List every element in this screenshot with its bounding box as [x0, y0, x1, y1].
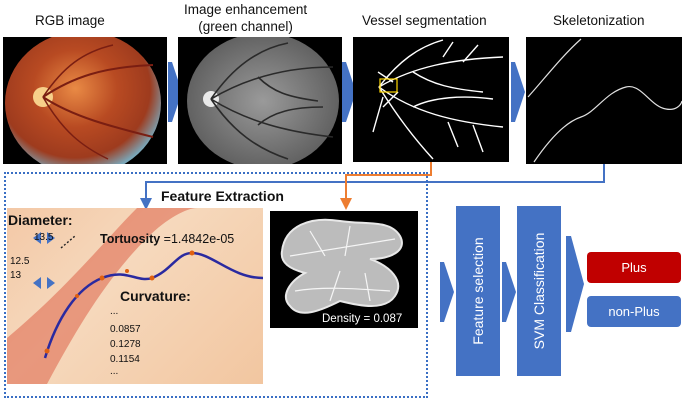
arrow-3-icon — [511, 62, 525, 122]
vessel-density-image — [270, 211, 418, 328]
feature-extraction-title: Feature Extraction — [161, 188, 284, 204]
label-rgb-image: RGB image — [35, 13, 105, 28]
diameter-label: Diameter: — [8, 212, 73, 228]
curvature-label: Curvature: — [120, 288, 191, 304]
arrow-6-icon — [566, 236, 584, 332]
tortuosity-label: Tortuosity — [100, 232, 161, 246]
non-plus-result: non-Plus — [587, 296, 681, 327]
density-label: Density = 0.087 — [322, 313, 403, 325]
rgb-fundus-image — [3, 37, 167, 164]
enhanced-green-channel-image — [178, 37, 342, 164]
curvature-value-5: ... — [110, 366, 119, 377]
arrow-1-icon — [168, 62, 182, 122]
plus-result: Plus — [587, 252, 681, 283]
skeleton-image — [526, 37, 682, 164]
feature-selection-label: Feature selection — [470, 237, 486, 345]
diameter-value-2: 12.5 — [10, 256, 30, 267]
vessel-zoom-panel: Diameter: 13.5 12.5 13 Tortuosity =1.484… — [7, 208, 263, 384]
arrow-4-icon — [440, 262, 454, 322]
feature-selection-box: Feature selection — [456, 206, 500, 376]
curvature-value-2: 0.0857 — [110, 324, 141, 335]
svm-classification-box: SVM Classification — [517, 206, 561, 376]
curvature-value-3: 0.1278 — [110, 339, 141, 350]
diameter-value-1: 13.5 — [34, 232, 54, 243]
label-vessel-segmentation: Vessel segmentation — [362, 13, 487, 28]
arrow-2-icon — [342, 62, 356, 122]
arrow-5-icon — [502, 262, 516, 322]
tortuosity-value: =1.4842e-05 — [163, 232, 235, 246]
vessel-segmentation-image — [353, 37, 509, 162]
tortuosity-text: Tortuosity =1.4842e-05 — [100, 232, 234, 246]
curvature-value-1: ... — [110, 306, 119, 317]
label-skeletonization: Skeletonization — [553, 13, 645, 28]
feature-extraction-box — [4, 172, 428, 398]
label-image-enhancement: Image enhancement (green channel) — [184, 2, 308, 34]
curvature-value-4: 0.1154 — [110, 354, 140, 365]
diameter-value-3: 13 — [10, 270, 22, 281]
svm-classification-label: SVM Classification — [531, 232, 547, 350]
